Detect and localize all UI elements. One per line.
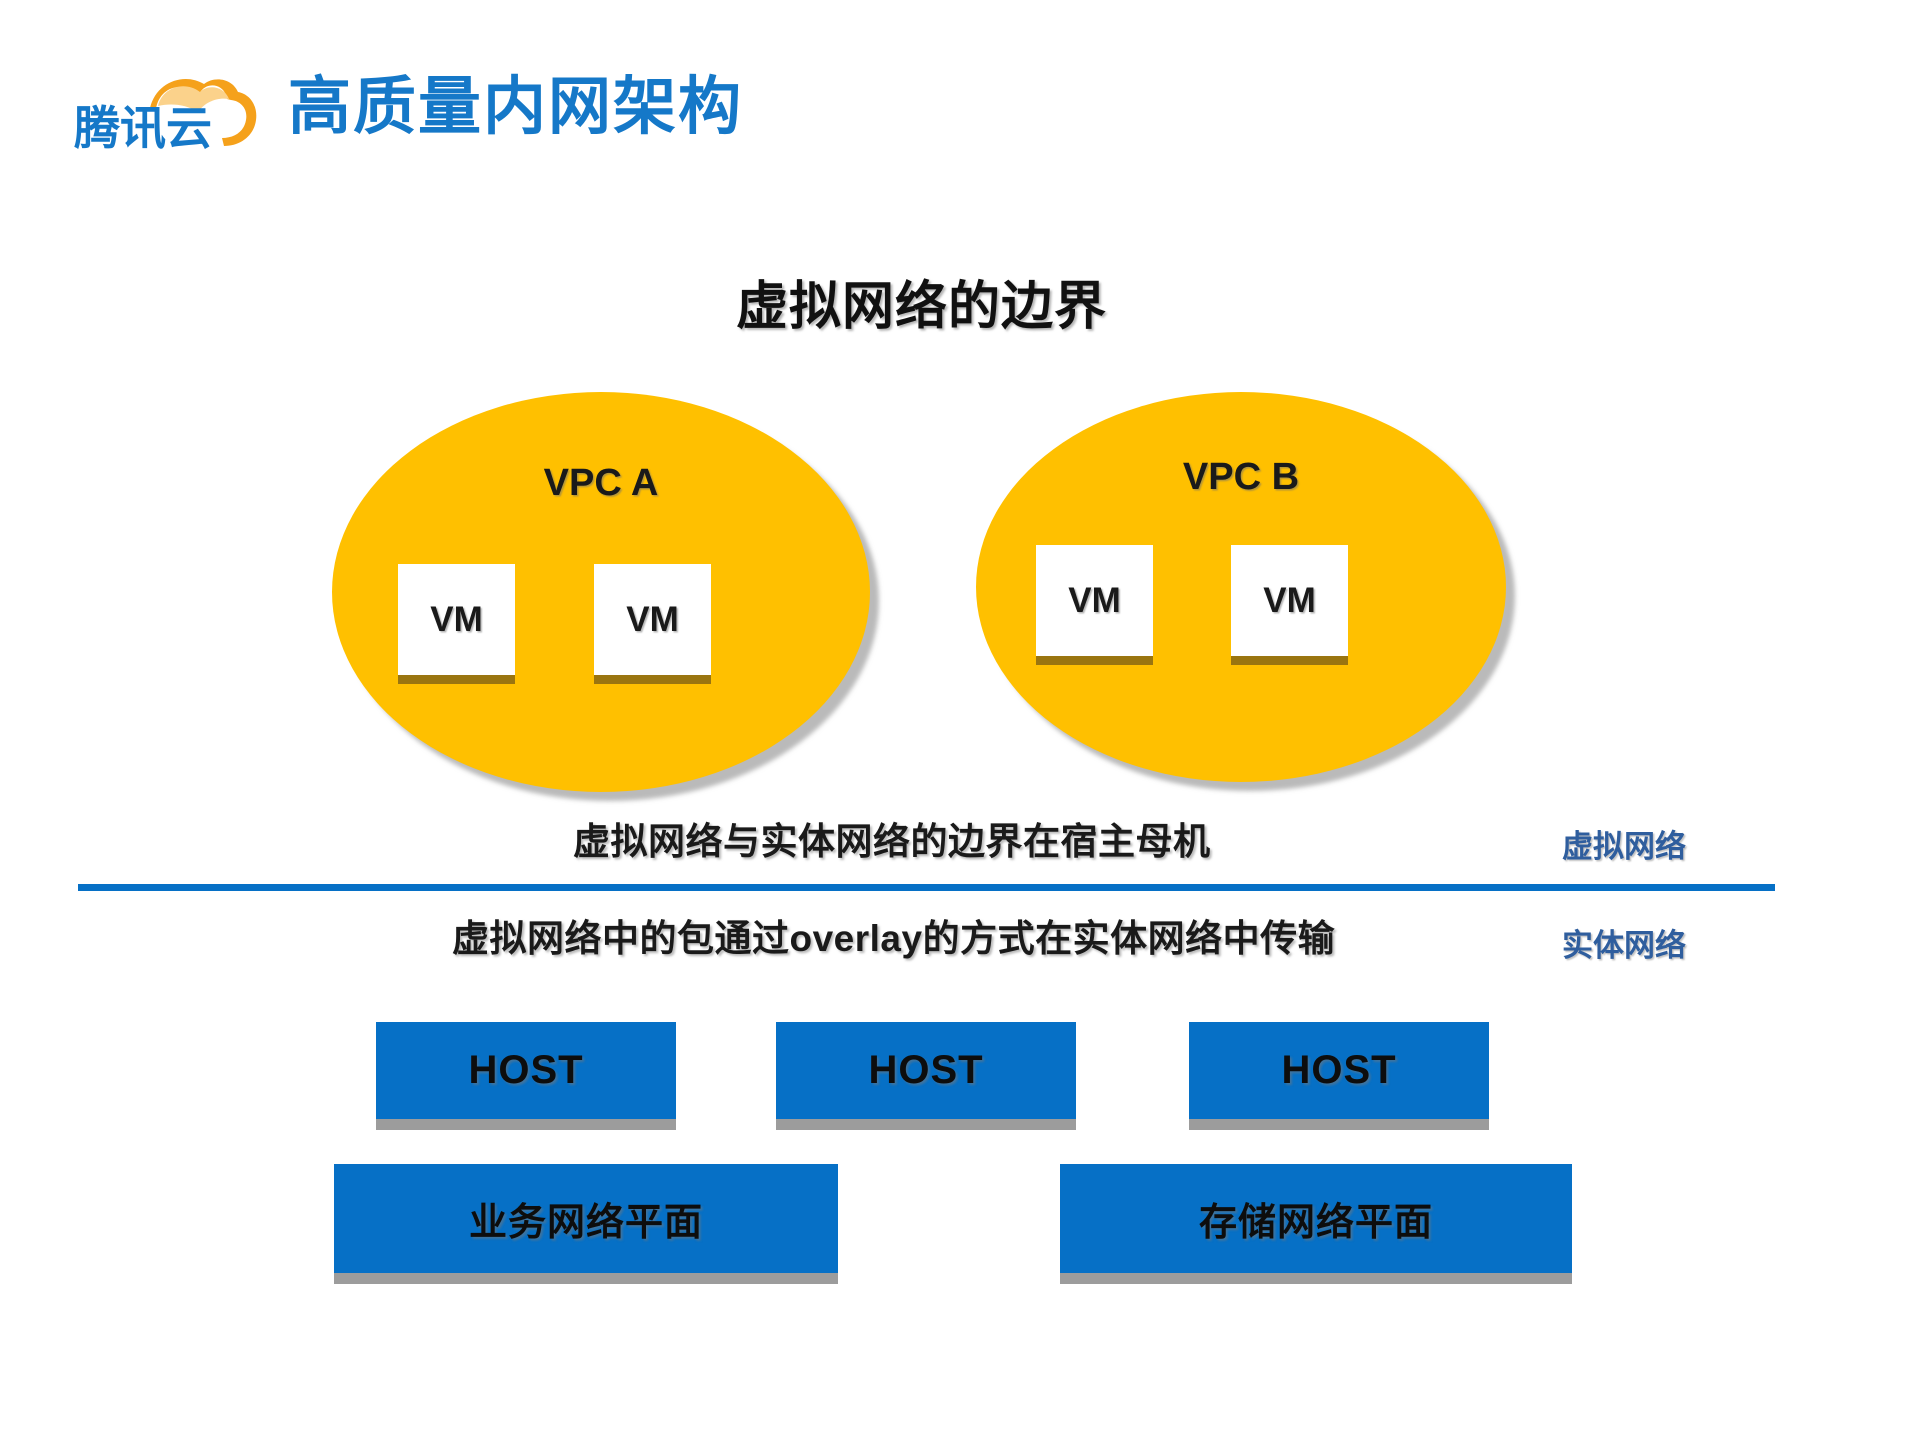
side-label-virtual-network: 虚拟网络: [1562, 829, 1686, 864]
vm-box: VM: [1036, 545, 1153, 665]
logo-cloud-highlight: [158, 86, 229, 112]
vm-box: VM: [594, 564, 711, 684]
boundary-caption-physical: 虚拟网络中的包通过overlay的方式在实体网络中传输: [452, 918, 1336, 959]
vpc-a-label: VPC A: [543, 462, 659, 504]
vpc-b-ellipse: VPC B VM VM: [976, 392, 1506, 782]
slide-header: 腾讯云 高质量内网架构: [0, 0, 1919, 190]
host-box: HOST: [776, 1022, 1076, 1130]
host-box: HOST: [1189, 1022, 1489, 1130]
tencent-cloud-logo: 腾讯云: [72, 62, 272, 162]
section-heading: 虚拟网络的边界: [0, 264, 1919, 339]
tencent-cloud-logo-svg: 腾讯云: [74, 78, 257, 154]
logo-cloud-icon: [150, 78, 257, 146]
section-heading-text: 虚拟网络的边界: [735, 278, 1107, 336]
page-title: 高质量内网架构: [288, 72, 743, 142]
vm-box: VM: [398, 564, 515, 684]
business-network-plane-box: 业务网络平面: [334, 1164, 838, 1284]
host-box: HOST: [376, 1022, 676, 1130]
logo-wordmark: 腾讯云: [74, 102, 212, 154]
vpc-b-label: VPC B: [1182, 456, 1300, 498]
storage-network-plane-box: 存储网络平面: [1060, 1164, 1572, 1284]
vm-box: VM: [1231, 545, 1348, 665]
boundary-caption-virtual: 虚拟网络与实体网络的边界在宿主母机: [573, 821, 1211, 862]
vpc-a-ellipse: VPC A VM VM: [332, 392, 870, 792]
side-label-physical-network: 实体网络: [1562, 928, 1686, 963]
network-boundary-divider: [78, 884, 1775, 891]
